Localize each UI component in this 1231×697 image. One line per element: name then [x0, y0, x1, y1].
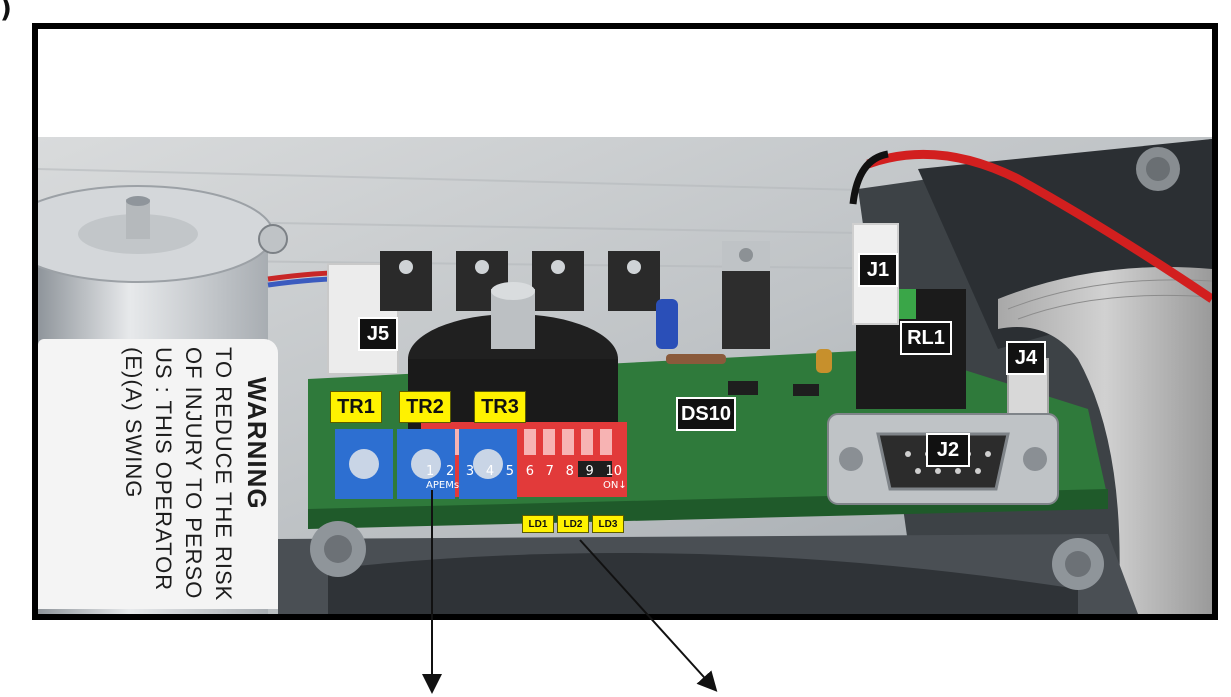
callout-j4: J4 — [1006, 341, 1046, 375]
callout-j2: J2 — [926, 433, 970, 467]
callout-tr2: TR2 — [399, 391, 451, 423]
dip-brand: APEMs — [426, 480, 460, 491]
callout-ld2: LD2 — [557, 515, 589, 533]
callout-ds10: DS10 — [676, 397, 736, 431]
dip-number: 9 — [585, 464, 594, 479]
dip-number: 10 — [605, 464, 622, 479]
dip-number: 4 — [485, 464, 495, 479]
callout-j5: J5 — [358, 317, 398, 351]
dip-number: 5 — [505, 464, 515, 479]
dip-number: 1 — [426, 464, 435, 479]
callout-rl1: RL1 — [900, 321, 952, 355]
dip-number: 3 — [465, 464, 475, 479]
warning-sticker: WARNING TO REDUCE THE RISK OF INJURY TO … — [38, 339, 278, 609]
arrow-ld2-down — [579, 539, 718, 692]
dip-number: 6 — [525, 464, 534, 479]
dip-number: 7 — [545, 464, 554, 479]
callout-ld1: LD1 — [522, 515, 554, 533]
dip-number: 2 — [445, 464, 455, 479]
photo-frame: WARNING TO REDUCE THE RISK OF INJURY TO … — [32, 23, 1218, 620]
callout-tr1: TR1 — [330, 391, 382, 423]
dip-on-label: ON↓ — [603, 480, 627, 491]
dip-number: 8 — [565, 464, 574, 479]
circuit-board-photo — [38, 29, 1212, 614]
callout-j1: J1 — [858, 253, 898, 287]
corner-glyph: ) — [0, 0, 12, 24]
dip-switch-numbers: 1 2 3 4 5 6 7 8 9 10 — [426, 464, 622, 479]
callout-ld3: LD3 — [592, 515, 624, 533]
callout-tr3: TR3 — [474, 391, 526, 423]
